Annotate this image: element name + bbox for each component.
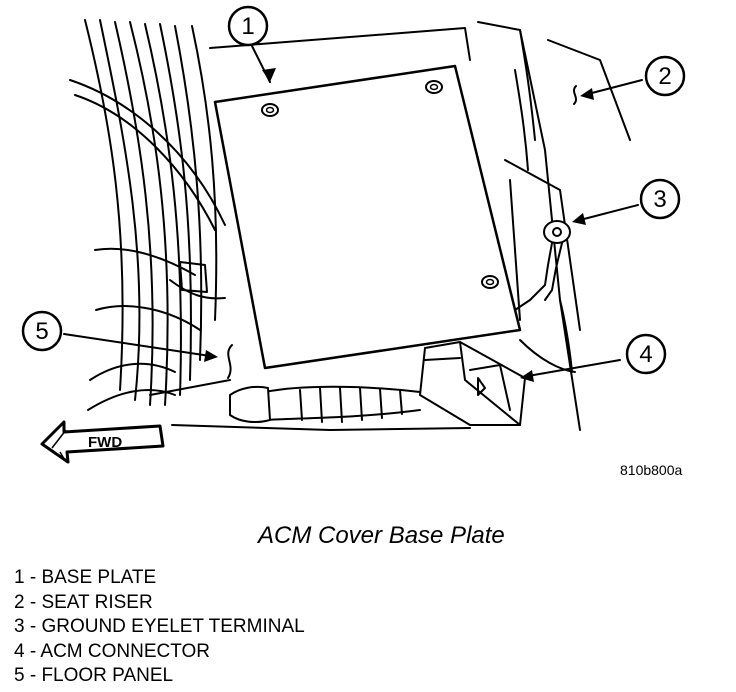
legend-item: 5 - FLOOR PANEL bbox=[14, 665, 174, 687]
legend-item: 4 - ACM CONNECTOR bbox=[14, 640, 211, 662]
callout-4: 4 bbox=[625, 333, 667, 375]
base-plate-drawing bbox=[213, 64, 522, 370]
callout-3: 3 bbox=[639, 178, 681, 220]
figure-caption: ACM Cover Base Plate bbox=[258, 522, 505, 549]
legend-item: 3 - GROUND EYELET TERMINAL bbox=[14, 616, 305, 638]
acm-cover-illustration: 1 2 3 4 5 FWD bbox=[21, 5, 686, 464]
callout-2: 2 bbox=[644, 55, 686, 97]
callout-5-label: 5 bbox=[35, 318, 48, 345]
callout-1: 1 bbox=[227, 5, 269, 47]
ground-eyelet-drawing bbox=[514, 220, 571, 311]
callout-2-label: 2 bbox=[658, 63, 671, 90]
legend-item: 1 - BASE PLATE bbox=[14, 567, 157, 588]
seat-riser-drawing bbox=[149, 21, 631, 431]
callout-5: 5 bbox=[21, 310, 63, 352]
callout-4-label: 4 bbox=[639, 341, 652, 368]
fwd-label: FWD bbox=[88, 434, 122, 451]
acm-connector-drawing bbox=[229, 341, 526, 426]
callout-3-label: 3 bbox=[653, 186, 666, 213]
callout-1-label: 1 bbox=[241, 13, 254, 40]
wire-harness-drawing bbox=[69, 19, 226, 411]
figure-code: 810b800a bbox=[620, 462, 683, 478]
parts-legend: 1 - BASE PLATE 2 - SEAT RISER 3 - GROUND… bbox=[14, 566, 305, 689]
leader-lines bbox=[63, 45, 643, 379]
legend-item: 2 - SEAT RISER bbox=[14, 591, 153, 613]
fwd-arrow-icon: FWD bbox=[40, 420, 165, 464]
